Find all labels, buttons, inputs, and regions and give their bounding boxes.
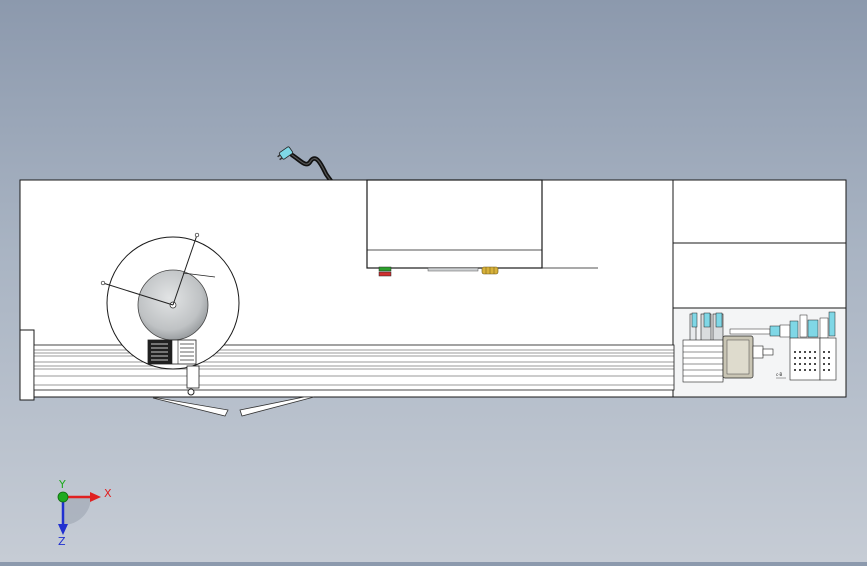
scale-marker-label: c-B — [776, 372, 783, 377]
fitting-icon — [769, 325, 781, 337]
wire-reel[interactable] — [100, 232, 240, 370]
fitting-icon — [807, 319, 819, 338]
tension-arm-upper[interactable] — [172, 234, 198, 306]
fitting-icon — [715, 312, 723, 328]
reel-stand-post[interactable] — [186, 365, 200, 396]
fitting-icon — [691, 312, 698, 328]
fitting-icon — [703, 312, 711, 328]
fitting-icon — [789, 320, 799, 340]
control-box[interactable] — [366, 179, 543, 269]
y-axis — [57, 491, 69, 503]
fitting-icon — [828, 311, 836, 337]
control-box-slot — [427, 267, 479, 272]
x-axis-label: X — [104, 487, 112, 500]
reel-label-plate — [147, 339, 197, 365]
adjust-knob[interactable] — [481, 266, 499, 275]
terminal-block[interactable] — [789, 337, 837, 381]
right-module-middle[interactable] — [672, 242, 847, 309]
feed-mechanism[interactable]: c-B — [682, 311, 837, 383]
z-axis-label: Z — [58, 535, 66, 548]
start-button[interactable] — [378, 266, 392, 277]
support-legs — [152, 396, 315, 417]
left-end-bracket[interactable] — [19, 329, 35, 401]
coordinate-triad[interactable]: X Y Z — [57, 478, 112, 548]
y-axis-label: Y — [58, 478, 66, 491]
right-module-upper[interactable] — [672, 179, 847, 244]
power-plug-icon — [277, 146, 294, 161]
tension-arm-left[interactable] — [102, 282, 174, 306]
